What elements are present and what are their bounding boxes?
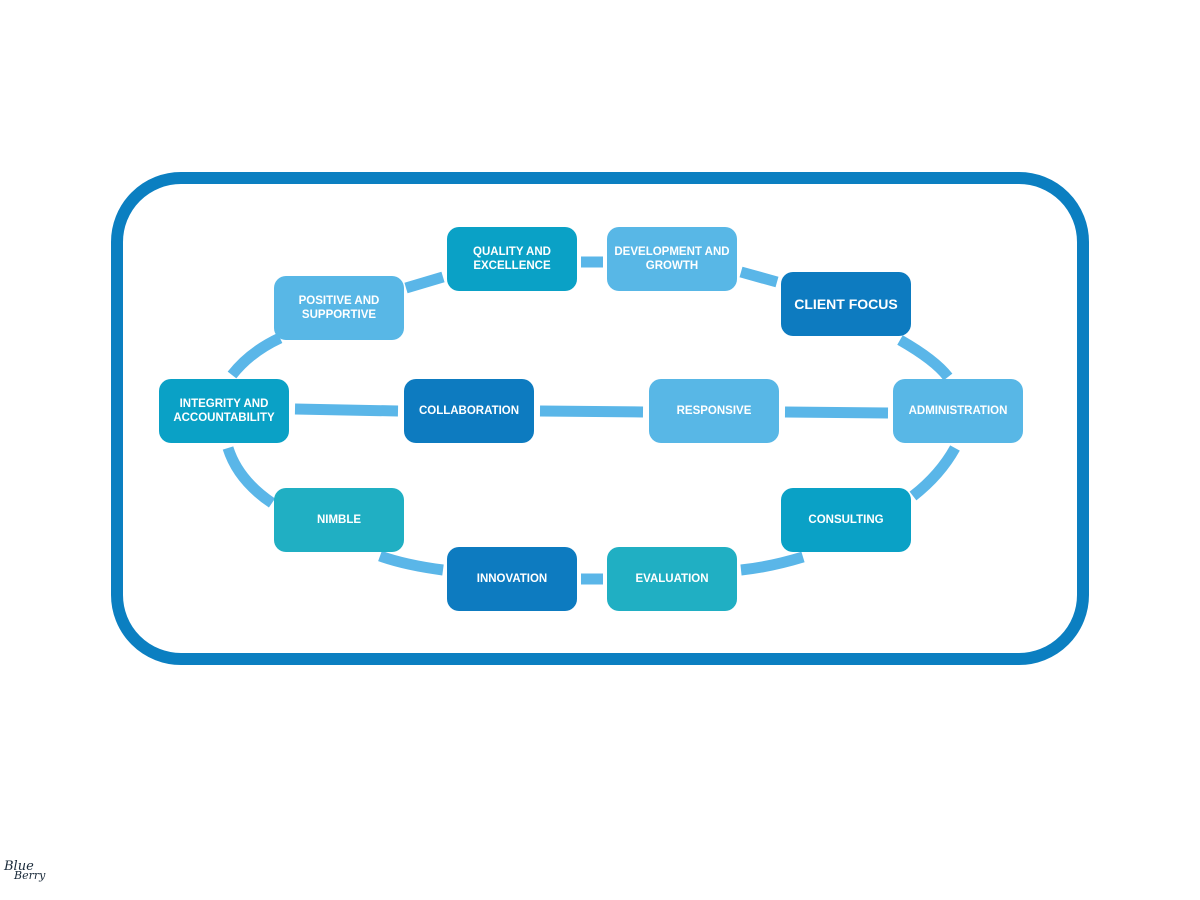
node-evaluation[interactable]: EVALUATION [607, 547, 737, 611]
node-label: POSITIVE AND SUPPORTIVE [298, 295, 380, 321]
node-label: COLLABORATION [418, 405, 520, 417]
node-collaboration[interactable]: COLLABORATION [404, 379, 534, 443]
node-innovation[interactable]: INNOVATION [447, 547, 577, 611]
node-label: ADMINISTRATION [908, 405, 1008, 417]
node-integrity-and-accountability[interactable]: INTEGRITY AND ACCOUNTABILITY [159, 379, 289, 443]
connector-positive-quality [404, 271, 445, 294]
node-label: QUALITY AND EXCELLENCE [473, 246, 551, 272]
node-quality-and-excellence[interactable]: QUALITY AND EXCELLENCE [447, 227, 577, 291]
connector-collaboration-responsive [539, 405, 644, 418]
node-label: INNOVATION [476, 573, 548, 585]
node-nimble[interactable]: NIMBLE [274, 488, 404, 552]
node-positive-and-supportive[interactable]: POSITIVE AND SUPPORTIVE [274, 276, 404, 340]
node-label: RESPONSIVE [676, 405, 752, 417]
brand-logo: Blue Berry [4, 859, 46, 882]
node-label: INTEGRITY AND ACCOUNTABILITY [173, 398, 275, 424]
connector-administration-consulting [909, 445, 960, 501]
node-administration[interactable]: ADMINISTRATION [893, 379, 1023, 443]
node-label: CLIENT FOCUS [794, 296, 898, 312]
connector-consulting-evaluation [740, 551, 805, 576]
node-label: DEVELOPMENT AND GROWTH [614, 246, 730, 272]
connector-innovation-nimble [378, 550, 444, 576]
node-client-focus[interactable]: CLIENT FOCUS [781, 272, 911, 336]
connector-development-client [739, 266, 779, 288]
node-label: CONSULTING [808, 514, 884, 526]
node-responsive[interactable]: RESPONSIVE [649, 379, 779, 443]
connector-integrity-positive [227, 333, 283, 379]
node-consulting[interactable]: CONSULTING [781, 488, 911, 552]
connector-nimble-integrity [222, 446, 276, 508]
node-development-and-growth[interactable]: DEVELOPMENT AND GROWTH [607, 227, 737, 291]
connector-client-administration [897, 335, 953, 381]
node-label: EVALUATION [635, 573, 709, 585]
connector-responsive-administration [784, 406, 889, 419]
node-label: NIMBLE [316, 514, 362, 526]
connector-integrity-collaboration [294, 403, 399, 417]
